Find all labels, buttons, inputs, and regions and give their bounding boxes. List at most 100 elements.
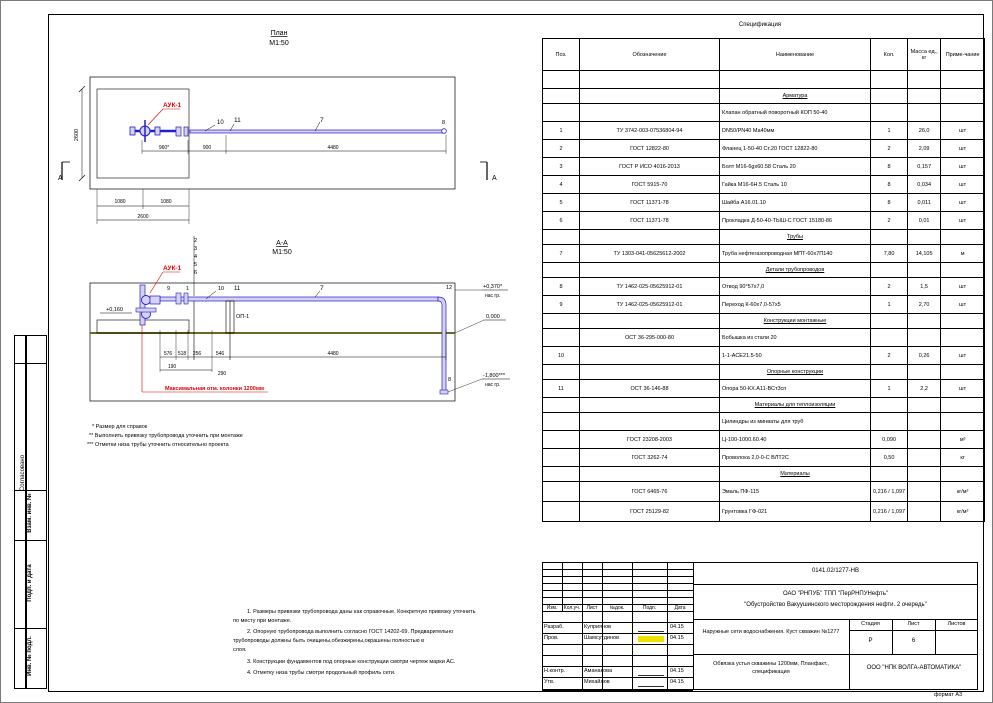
sec-dim-190: 190 xyxy=(168,364,177,370)
level-top-note: нас гр. xyxy=(485,293,500,299)
spec-cell-mass xyxy=(907,430,942,449)
section-pos-10: 10 xyxy=(218,286,224,292)
section-pos-7: 7 xyxy=(320,285,324,292)
spec-cell-qty xyxy=(869,103,909,122)
spec-cell-note: кг/м² xyxy=(940,501,986,522)
level-bottom-note: нас гр. xyxy=(485,382,500,388)
spec-cell-name: Фланец 1-50-40 Ст.20 ГОСТ 12822-80 xyxy=(719,139,871,158)
spec-cell-designation: ТУ 1462-025-05625912-01 xyxy=(579,277,720,296)
stack-label-2: 2 xyxy=(194,238,197,244)
spec-section-row: Детали трубопроводов xyxy=(542,262,986,278)
spec-cell-designation: ТУ 1303-041-05625612-2002 xyxy=(579,244,720,263)
spec-cell-note xyxy=(940,328,986,347)
note-line: 2. Опорную трубопровода выполнить соглас… xyxy=(247,629,454,635)
spec-item-row: Цилиндры из минваты для труб xyxy=(542,412,986,431)
spec-cell-name: Труба нефтегазопроводная МПТ-60х7П140 xyxy=(719,244,871,263)
tb-header-data: Дата xyxy=(674,605,686,611)
spec-cell-mass: 2,09 xyxy=(907,139,942,158)
footnote-2: ** Выполнить привязку трубопровода уточн… xyxy=(89,433,243,439)
spec-section-name: Трубы xyxy=(719,229,871,245)
plan-outer-pad xyxy=(89,76,456,190)
plan-section-mark-right: А xyxy=(492,175,497,182)
tb-role: Утв. xyxy=(544,679,555,685)
spec-cell-pos xyxy=(542,103,580,122)
section-pos-1: 1 xyxy=(186,286,189,292)
spec-cell-mass xyxy=(907,328,942,347)
spec-cell-pos xyxy=(542,448,580,467)
spec-cell-name: Проволока 2,0-0-С ВЛТ2С xyxy=(719,448,871,467)
sheet-name: Наружные сети водоснабжения. Куст скважи… xyxy=(702,629,840,635)
spec-cell-pos: 6 xyxy=(542,211,580,230)
level-mid: 0,000 xyxy=(486,314,500,320)
stack-label-5: 5 xyxy=(194,262,197,268)
hdr-list: Лист xyxy=(907,621,920,627)
spec-cell-mass xyxy=(907,481,942,502)
spec-cell-mass: 0,26 xyxy=(907,346,942,365)
level-bottom: -1,800*** xyxy=(483,373,506,379)
sec-dim-576: 576 xyxy=(164,351,173,357)
spec-cell-name: Болт М16-6gх60.58 Сталь 20 xyxy=(719,157,871,176)
spec-cell-designation: ГОСТ Р ИСО 4016-2013 xyxy=(579,157,720,176)
spec-cell-qty xyxy=(869,412,909,431)
spec-section-name: Опорные конструкции xyxy=(719,364,871,380)
plan-title: План xyxy=(271,30,288,37)
spec-cell-designation: ТУ 1462-025-05625912-01 xyxy=(579,295,720,314)
spec-cell-mass xyxy=(907,103,942,122)
hdr-stadia: Стадия xyxy=(861,621,880,627)
spec-cell-name: Прокладка Д-50-40-ТЫШ-С ГОСТ 15180-86 xyxy=(719,211,871,230)
stack-label-6: 6 xyxy=(194,270,197,276)
spec-cell-name: Эмаль ПФ-115 xyxy=(719,481,871,502)
spec-cell-note xyxy=(940,103,986,122)
plan-dim-4480: 4480 xyxy=(327,145,338,151)
spec-cell-designation: ОСТ 36-295-000-80 xyxy=(579,328,720,347)
spec-section-name: Материалы xyxy=(719,466,871,482)
spec-cell-qty: 7,80 xyxy=(869,244,909,263)
tb-date: 04.15 xyxy=(670,624,684,630)
spec-cell-designation: ОСТ 36-146-88 xyxy=(579,379,720,398)
sec-dim-546: 546 xyxy=(216,351,225,357)
spec-cell-qty: 2 xyxy=(869,346,909,365)
spec-cell-qty: 0,50 xyxy=(869,448,909,467)
spec-cell-designation: ТУ 3742-003-07536804-94 xyxy=(579,121,720,140)
spec-cell-designation: ГОСТ 12822-80 xyxy=(579,139,720,158)
spec-cell-designation xyxy=(579,412,720,431)
spec-cell-mass xyxy=(907,448,942,467)
spec-cell-name: Шайба А16.01.10 xyxy=(719,193,871,212)
spec-header-cell: Поз. xyxy=(542,38,580,71)
spec-cell-qty: 0,216 / 1,097 xyxy=(869,501,909,522)
spec-cell-name: Гайка М16-6Н.5 Сталь 10 xyxy=(719,175,871,194)
project-name: "Обустройство Вакуушинского месторождени… xyxy=(744,602,927,608)
stack-label-4: 4 xyxy=(194,254,197,260)
section-red-note: Максимальная отм. колонки 1200мм xyxy=(165,386,264,392)
level-top: +0,370* xyxy=(483,284,503,290)
note-line: 3. Конструкции фундаментов под опорные к… xyxy=(247,659,456,665)
section-pipe xyxy=(159,296,439,302)
plan-pos-8: 8 xyxy=(442,120,445,126)
section-title: А-А xyxy=(276,240,288,247)
sheet-no-value: 6 xyxy=(911,638,916,644)
spec-cell-note: шт xyxy=(940,157,986,176)
spec-cell-note: шт xyxy=(940,379,986,398)
hdr-listov: Листов xyxy=(947,621,966,627)
spec-section-name: Детали трубопроводов xyxy=(719,262,871,278)
plan-pos-7: 7 xyxy=(320,117,324,124)
spec-cell-qty: 8 xyxy=(869,175,909,194)
spec-cell-note: кг/м² xyxy=(940,481,986,502)
plan-inner-pad xyxy=(96,88,190,179)
company-name: ООО "НПК ВОЛГА-АВТОМАТИКА" xyxy=(866,665,962,671)
spec-cell-mass: 1,5 xyxy=(907,277,942,296)
stage-value: Р xyxy=(868,638,873,644)
plan-valve-label: АУК-1 xyxy=(163,102,182,109)
tb-person-name: Михайлов xyxy=(584,679,610,685)
spec-item-row: Клапан обратный поворотный КОП 50-40 xyxy=(542,103,986,122)
spec-cell-designation: ГОСТ 11371-78 xyxy=(579,211,720,230)
